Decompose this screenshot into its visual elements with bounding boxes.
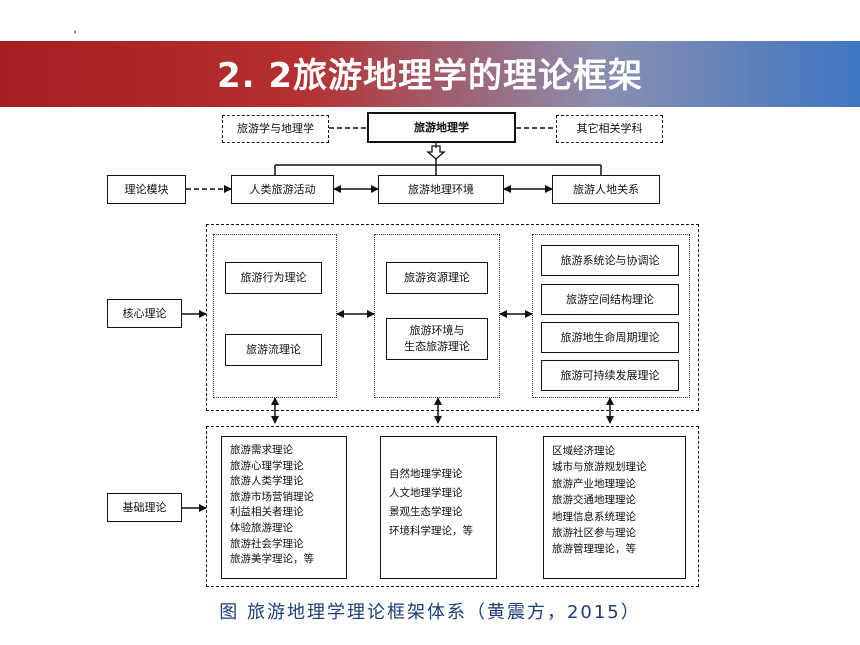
base-theory-item: 旅游市场营销理论 <box>230 490 314 503</box>
core-theory-item: 旅游空间结构理论 <box>541 284 679 315</box>
module-human-activity: 人类旅游活动 <box>231 175 334 204</box>
title-banner <box>0 41 860 107</box>
base-theory-item: 旅游管理理论，等 <box>552 543 636 556</box>
module-geographic-environment: 旅游地理环境 <box>378 175 504 204</box>
decorative-dot <box>74 31 76 33</box>
base-row-label: 基础理论 <box>107 493 182 522</box>
base-theory-item: 旅游社会学理论 <box>230 537 304 550</box>
core-left-column <box>213 234 337 398</box>
base-middle-list: 自然地理学理论 人文地理学理论 景观生态学理论 环境科学理论，等 <box>380 436 497 579</box>
core-right-column <box>532 234 690 398</box>
figure-caption: 图 旅游地理学理论框架体系（黄震方，2015） <box>219 602 641 623</box>
tourism-geography-origin-box: 旅游学与地理学 <box>222 115 329 143</box>
base-theory-item: 利益相关者理论 <box>230 506 304 519</box>
base-theory-item: 自然地理学理论 <box>389 468 463 480</box>
base-theory-item: 景观生态学理论 <box>389 506 463 518</box>
core-theory-item: 旅游环境与 生态旅游理论 <box>386 318 488 360</box>
base-theory-item: 环境科学理论，等 <box>389 525 473 537</box>
module-human-land-relation: 旅游人地关系 <box>552 175 660 204</box>
core-theory-item: 旅游系统论与协调论 <box>541 245 679 276</box>
base-theory-item: 体验旅游理论 <box>230 521 293 534</box>
base-theory-item: 旅游人类学理论 <box>230 475 304 488</box>
base-theory-item: 城市与旅游规划理论 <box>552 461 647 474</box>
base-theory-item: 人文地理学理论 <box>389 487 463 499</box>
base-theory-item: 旅游心理学理论 <box>230 459 304 472</box>
tourism-geography-box: 旅游地理学 <box>367 112 516 143</box>
related-disciplines-box: 其它相关学科 <box>556 115 663 143</box>
core-theory-item: 旅游地生命周期理论 <box>541 322 679 353</box>
core-theory-item: 旅游资源理论 <box>386 262 488 294</box>
base-theory-item: 旅游交通地理理论 <box>552 494 636 507</box>
base-theory-frame <box>206 426 699 587</box>
base-right-list: 区域经济理论 城市与旅游规划理论 旅游产业地理理论 旅游交通地理理论 地理信息系… <box>543 436 686 579</box>
base-theory-item: 旅游需求理论 <box>230 444 293 456</box>
base-theory-item: 地理信息系统理论 <box>552 510 636 523</box>
core-theory-item: 旅游可持续发展理论 <box>541 360 679 391</box>
module-row-label: 理论模块 <box>107 175 186 204</box>
base-theory-item: 旅游产业地理理论 <box>552 477 636 490</box>
base-theory-item: 旅游社区参与理论 <box>552 527 636 540</box>
page-title: 2. 2旅游地理学的理论框架 <box>216 56 644 96</box>
core-row-label: 核心理论 <box>107 299 182 328</box>
core-middle-column <box>374 234 500 398</box>
core-theory-item: 旅游行为理论 <box>225 262 322 294</box>
core-theory-frame <box>206 224 699 411</box>
base-theory-item: 旅游美学理论，等 <box>230 553 314 566</box>
core-theory-item: 旅游流理论 <box>225 334 322 366</box>
base-theory-item: 区域经济理论 <box>552 445 615 457</box>
base-left-list: 旅游需求理论 旅游心理学理论 旅游人类学理论 旅游市场营销理论 利益相关者理论 … <box>221 436 347 579</box>
